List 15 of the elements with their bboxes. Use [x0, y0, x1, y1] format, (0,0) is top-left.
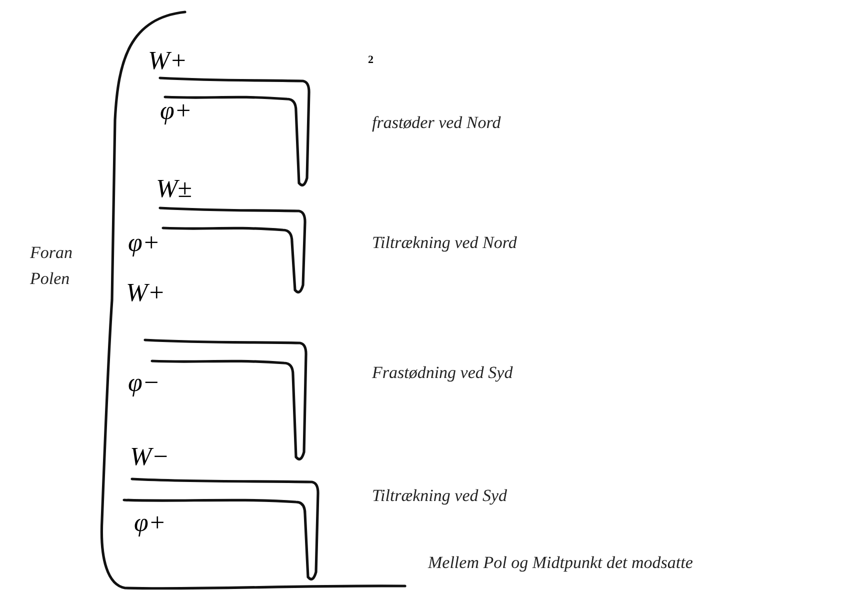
annotation-text: frastøder ved Nord	[372, 112, 501, 134]
handwritten-label: W+	[126, 280, 166, 306]
handwritten-label: φ+	[134, 510, 166, 536]
footnote-number: 2	[368, 53, 374, 68]
handwritten-label: W+	[148, 48, 188, 74]
annotation-text: Mellem Pol og Midtpunkt det modsatte	[428, 552, 693, 574]
annotation-text: Foran Polen	[30, 242, 74, 290]
handwritten-label: W±	[156, 176, 192, 202]
handwritten-label: φ+	[160, 98, 192, 124]
annotation-text: Tiltrækning ved Syd	[372, 485, 508, 507]
handwritten-label: φ−	[128, 370, 160, 396]
annotation-text: Frastødning ved Syd	[372, 362, 513, 384]
annotation-text: Tiltrækning ved Nord	[372, 232, 517, 254]
handwritten-label: φ+	[128, 230, 160, 256]
handwritten-label: W−	[130, 444, 170, 470]
